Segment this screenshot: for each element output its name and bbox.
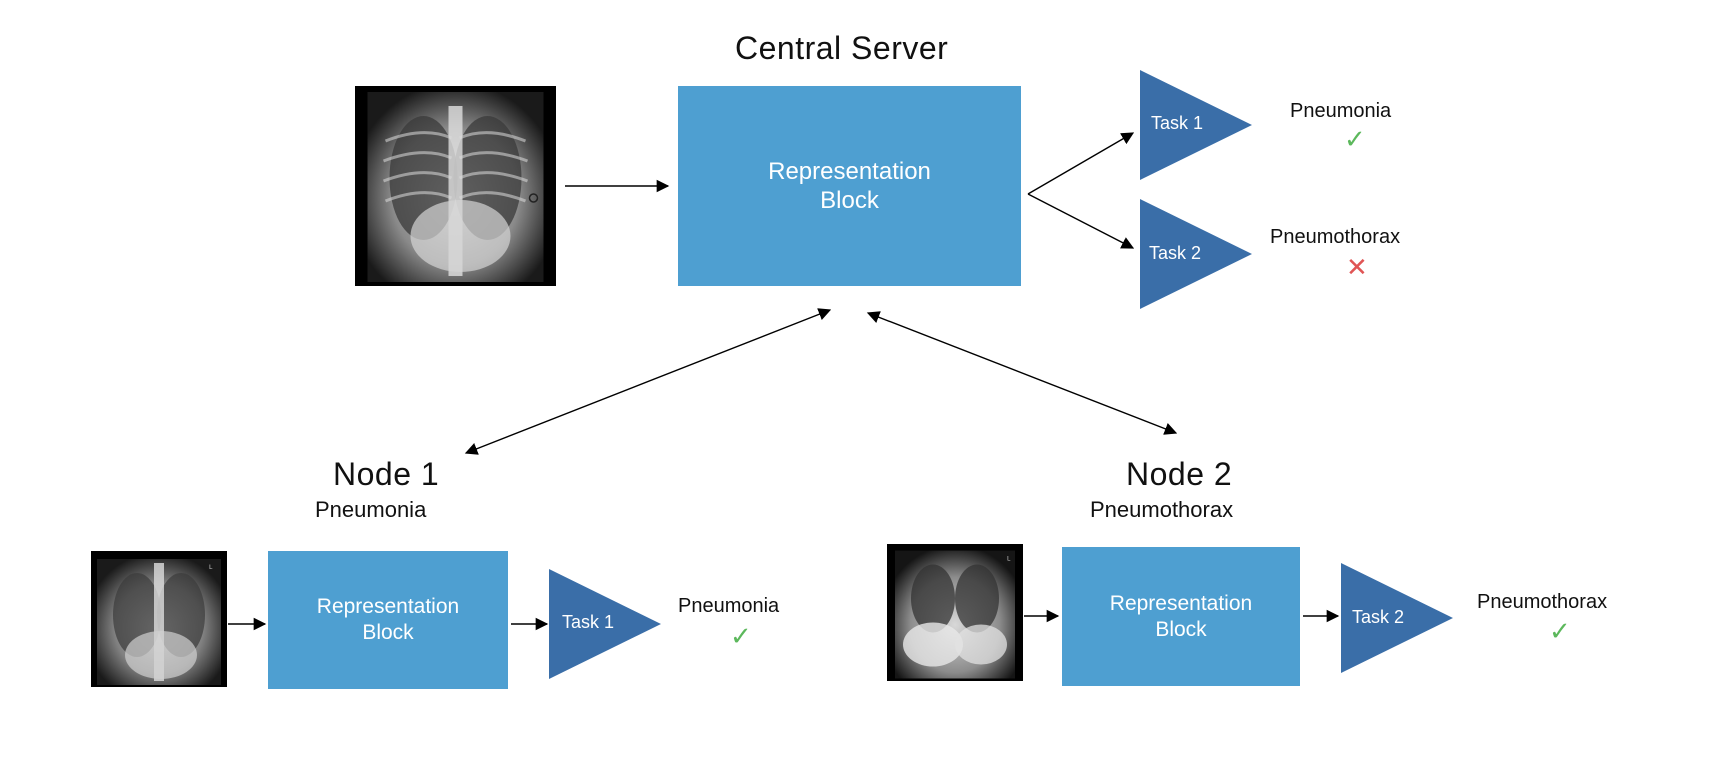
node2-outcome: Pneumothorax xyxy=(1477,591,1608,613)
node1-chest-xray-image: L xyxy=(91,551,227,687)
central-task2-label: Task 2 xyxy=(1149,243,1202,263)
node2-check-icon: ✓ xyxy=(1549,616,1571,646)
node2-task-label: Task 2 xyxy=(1352,607,1405,627)
central-task2-cross-icon: ✕ xyxy=(1346,252,1368,282)
node2-block-label: Representation Block xyxy=(1109,591,1253,641)
central-task1-check-icon: ✓ xyxy=(1344,124,1366,154)
node1-representation-block: Representation Block xyxy=(268,551,508,689)
central-representation-block: Representation Block xyxy=(678,86,1021,286)
node1-check-icon: ✓ xyxy=(730,621,752,651)
node2-title: Node 2 xyxy=(1126,456,1233,492)
central-task1-triangle xyxy=(1140,70,1252,180)
arrow-central-task1 xyxy=(1027,132,1135,195)
node1-title: Node 1 xyxy=(333,456,440,492)
node2-chest-xray-image: L xyxy=(887,544,1023,681)
svg-text:L: L xyxy=(209,564,213,571)
node1-outcome: Pneumonia xyxy=(678,595,780,617)
node2-representation-block: Representation Block xyxy=(1062,547,1300,686)
svg-text:L: L xyxy=(1007,556,1011,563)
arrow-central-task2 xyxy=(1027,193,1135,249)
node2-task-triangle xyxy=(1341,563,1453,673)
central-task2-triangle xyxy=(1140,199,1252,309)
node1-block-label: Representation Block xyxy=(316,595,460,644)
central-chest-xray-image xyxy=(355,86,556,286)
node1-subtitle: Pneumonia xyxy=(315,497,427,522)
central-task2-outcome: Pneumothorax xyxy=(1270,226,1401,248)
central-server-title: Central Server xyxy=(735,30,949,66)
central-task1-outcome: Pneumonia xyxy=(1290,100,1392,122)
central-task1-label: Task 1 xyxy=(1151,113,1204,133)
arrow-server-node1 xyxy=(464,308,832,455)
node1-task-label: Task 1 xyxy=(562,612,615,632)
central-block-label: Representation Block xyxy=(768,157,931,214)
arrow-server-node2 xyxy=(866,311,1178,435)
node1-task-triangle xyxy=(549,569,661,679)
node2-subtitle: Pneumothorax xyxy=(1090,497,1234,522)
